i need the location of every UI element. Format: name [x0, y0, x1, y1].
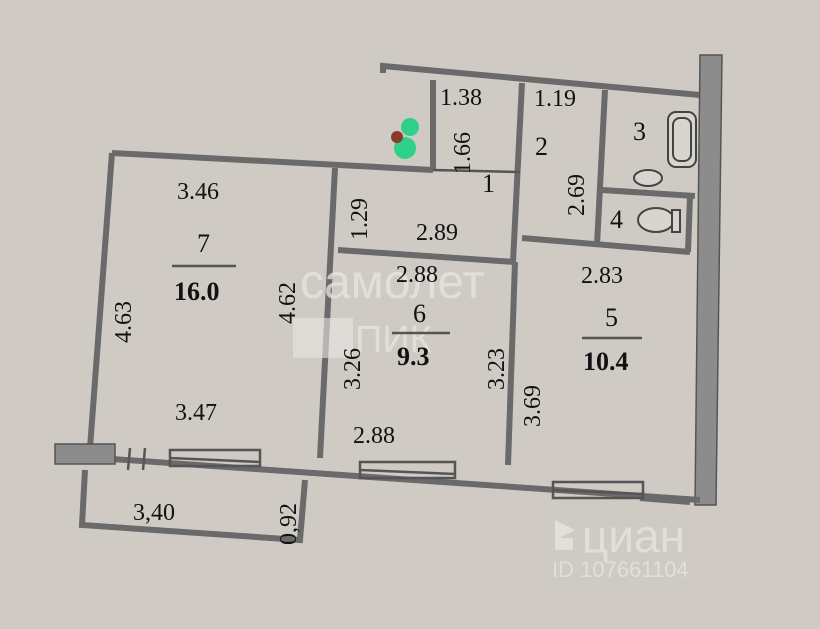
room-4-number: 4 [610, 205, 623, 234]
room-2-number: 2 [535, 132, 548, 161]
room-6-dim-top: 2.88 [396, 262, 438, 288]
room-6-number: 6 [413, 299, 426, 328]
room-1-dim-left: 1.29 [347, 198, 373, 240]
cian-logo-icon [555, 520, 575, 550]
room-5-dim-left: 3.69 [520, 385, 546, 427]
balcony-dim-width: 3,40 [133, 500, 175, 526]
room-2-dim-top: 1.19 [534, 86, 576, 112]
watermark-cian-id: ID 107661104 [552, 557, 689, 582]
bathtub-icon [667, 111, 697, 168]
room-7-dim-right: 4.62 [275, 282, 301, 324]
location-marker-icon [391, 118, 419, 159]
room-1-dim-bottom: 2.89 [416, 220, 458, 246]
room-5-number: 5 [605, 303, 618, 332]
room-7-dim-left: 4.63 [111, 301, 137, 343]
room-1-number: 1 [482, 169, 495, 198]
room-3-number: 3 [633, 117, 646, 146]
watermark-samolet: самолет [300, 256, 484, 309]
watermark-pik: ПИК [355, 319, 432, 361]
watermark-pik-box [293, 318, 353, 358]
sink-icon [633, 169, 663, 187]
windows [126, 447, 645, 500]
room-7-dim-bottom: 3.47 [175, 400, 217, 426]
room-5-dim-top: 2.83 [581, 263, 623, 289]
watermark-cian: циан [582, 510, 685, 562]
room-6-dim-left: 3.26 [340, 348, 366, 390]
room-1-dim-vertical: 1.66 [450, 132, 476, 174]
toilet-icon [637, 207, 681, 233]
room-6-dim-bottom: 2.88 [353, 423, 395, 449]
room-1-dim-top: 1.38 [440, 85, 482, 111]
room-6-area: 9.3 [397, 342, 430, 371]
room-7-area: 16.0 [174, 277, 220, 306]
balcony-dim-depth: 0,92 [276, 503, 302, 545]
room-6-dim-right: 3.23 [484, 348, 510, 390]
room-2-dim-vertical: 2.69 [564, 174, 590, 216]
room-7-dim-top: 3.46 [177, 179, 219, 205]
room-7-number: 7 [197, 229, 210, 258]
room-5-area: 10.4 [583, 347, 629, 376]
